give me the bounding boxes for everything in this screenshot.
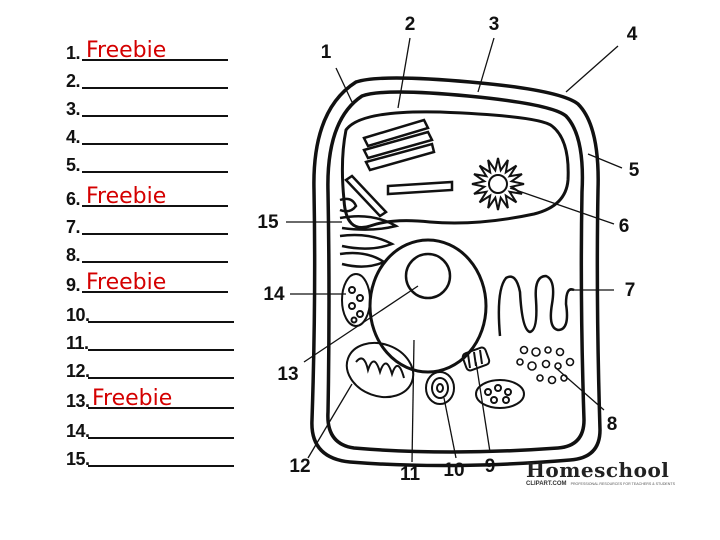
- mitochondrion: [345, 341, 415, 399]
- answer-line-9: 9.Freebie: [66, 272, 236, 296]
- answer-line-6: 6.Freebie: [66, 186, 236, 210]
- answer-text: Freebie: [86, 38, 167, 63]
- callout-label-15: 15: [257, 212, 279, 233]
- callout-label-3: 3: [489, 14, 500, 35]
- answer-line-12: 12.: [66, 358, 236, 382]
- logo-tagline: PROFESSIONAL RESOURCES FOR TEACHERS & ST…: [570, 482, 675, 486]
- homeschool-logo: Homeschool CLIPART.COM PROFESSIONAL RESO…: [526, 458, 675, 492]
- item-number: 8.: [66, 245, 81, 265]
- logo-wordmark: Homeschool: [526, 458, 670, 482]
- answer-line-13: 13.Freebie: [66, 388, 236, 412]
- smooth-er: [497, 274, 575, 337]
- lysosome: [425, 371, 455, 405]
- callout-label-12: 12: [289, 456, 310, 477]
- answer-blank[interactable]: [88, 465, 234, 467]
- answer-line-8: 8.: [66, 242, 236, 266]
- cell-membrane: [326, 90, 586, 454]
- centrioles: [461, 346, 491, 372]
- answer-blank[interactable]: [82, 291, 228, 293]
- answer-line-10: 10.: [66, 302, 236, 326]
- answer-blank[interactable]: [82, 233, 228, 235]
- leader-lines: [286, 37, 623, 463]
- item-number: 12.: [66, 361, 90, 381]
- answer-line-1: 1.Freebie: [66, 40, 236, 64]
- answer-line-4: 4.: [66, 124, 236, 148]
- item-number: 2.: [66, 71, 81, 91]
- answer-text: Freebie: [86, 184, 167, 209]
- answer-line-2: 2.: [66, 68, 236, 92]
- answer-blank[interactable]: [88, 437, 234, 439]
- answer-text: Freebie: [92, 386, 173, 411]
- callout-label-8: 8: [607, 414, 618, 435]
- item-number: 5.: [66, 155, 81, 175]
- callout-label-10: 10: [443, 460, 464, 481]
- answer-blank[interactable]: [82, 115, 228, 117]
- answer-line-3: 3.: [66, 96, 236, 120]
- answer-line-7: 7.: [66, 214, 236, 238]
- answer-blank[interactable]: [88, 349, 234, 351]
- answer-text: Freebie: [86, 270, 167, 295]
- answer-blank[interactable]: [82, 87, 228, 89]
- answer-line-15: 15.: [66, 446, 236, 470]
- chloroplast: [341, 273, 371, 327]
- answer-line-14: 14.: [66, 418, 236, 442]
- answer-blank[interactable]: [82, 59, 228, 61]
- vesicles: [516, 345, 575, 385]
- callout-label-2: 2: [405, 14, 416, 35]
- answer-blank[interactable]: [82, 205, 228, 207]
- chloroplast-2: [475, 379, 525, 409]
- item-number: 7.: [66, 217, 81, 237]
- item-number: 9.: [66, 275, 81, 295]
- callout-label-13: 13: [277, 364, 298, 385]
- logo-site: CLIPART.COM: [526, 481, 567, 487]
- callout-label-6: 6: [619, 216, 630, 237]
- item-number: 4.: [66, 127, 81, 147]
- answer-blank[interactable]: [88, 377, 234, 379]
- item-number: 1.: [66, 43, 81, 63]
- callout-label-7: 7: [625, 280, 636, 301]
- callout-label-5: 5: [629, 160, 640, 181]
- answer-line-5: 5.: [66, 152, 236, 176]
- callout-label-4: 4: [627, 24, 638, 45]
- answer-blank[interactable]: [88, 407, 234, 409]
- callout-label-14: 14: [263, 284, 285, 305]
- item-number: 6.: [66, 189, 81, 209]
- central-vacuole: [340, 110, 570, 229]
- cell-wall: [310, 76, 602, 468]
- item-number: 15.: [66, 449, 90, 469]
- item-number: 13.: [66, 391, 90, 411]
- answer-blank[interactable]: [82, 171, 228, 173]
- callout-label-11: 11: [400, 464, 421, 485]
- item-number: 3.: [66, 99, 81, 119]
- item-number: 14.: [66, 421, 90, 441]
- item-number: 10.: [66, 305, 90, 325]
- item-number: 11.: [66, 333, 89, 353]
- answer-blank[interactable]: [82, 143, 228, 145]
- callout-label-9: 9: [485, 456, 496, 477]
- centrosome: [471, 157, 525, 211]
- answer-line-11: 11.: [66, 330, 236, 354]
- answer-blank[interactable]: [88, 321, 234, 323]
- answer-blank[interactable]: [82, 261, 228, 263]
- nucleolus: [404, 252, 452, 300]
- callout-label-1: 1: [321, 42, 332, 63]
